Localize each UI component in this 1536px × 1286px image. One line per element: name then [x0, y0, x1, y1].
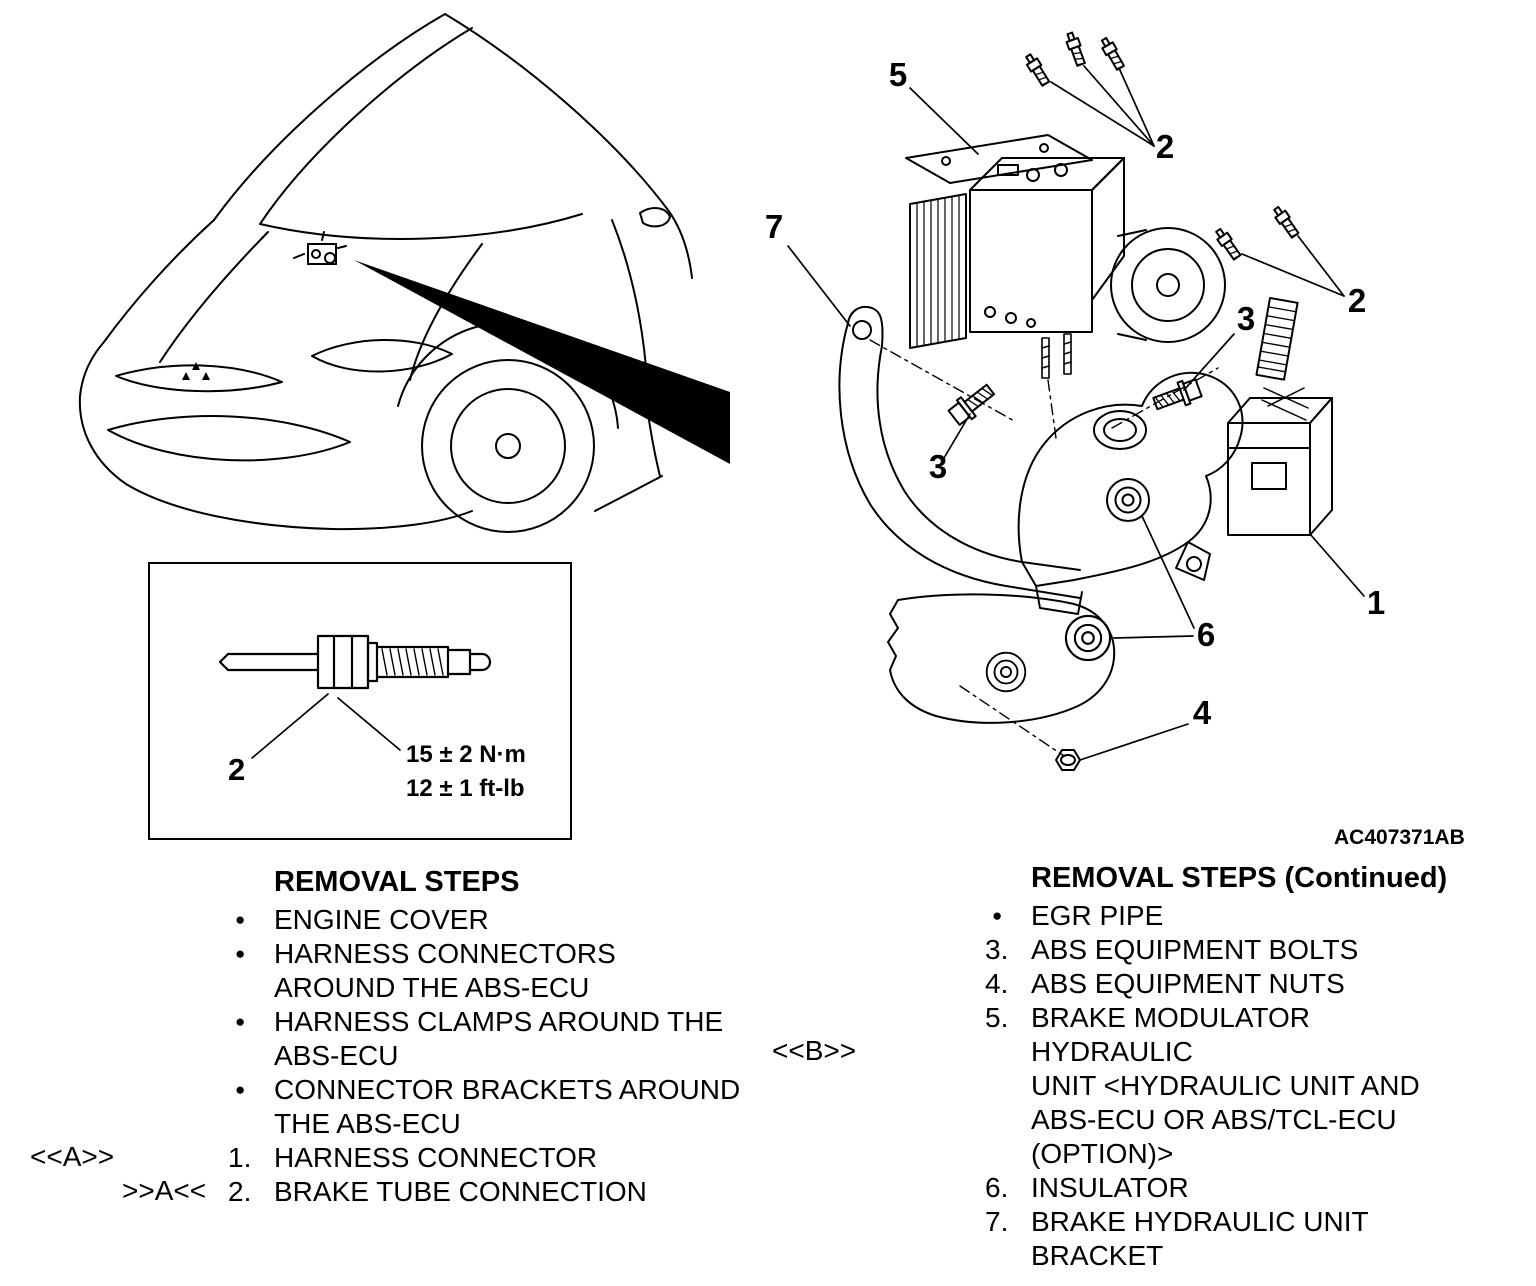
harness-connector-drawing: [1227, 297, 1333, 536]
step-text: BRAKE TUBE CONNECTION: [274, 1176, 647, 1207]
detail-callout-2: 2: [228, 752, 245, 787]
torque-value-nm: 15 ± 2 N·m: [406, 741, 526, 768]
callout-6: 6: [1197, 616, 1215, 653]
removal-steps-left: REMOVAL STEPS ● ENGINE COVER ● HARNESS C…: [228, 864, 748, 1209]
callout-1: 1: [1367, 584, 1385, 621]
removal-steps-continued-title: REMOVAL STEPS (Continued): [1031, 862, 1448, 894]
step-text: EGR PIPE: [1031, 900, 1164, 931]
insulator-grommet: [1106, 478, 1150, 522]
step-row: ● HARNESS CLAMPS AROUND THE ABS-ECU: [228, 1005, 748, 1073]
mounting-studs: [1041, 333, 1072, 379]
bullet-icon: ●: [235, 1012, 246, 1031]
step-row: 5. BRAKE MODULATOR HYDRAULIC UNIT <HYDRA…: [985, 1001, 1475, 1171]
bullet-icon: ●: [235, 1080, 246, 1099]
step-row: 7. BRAKE HYDRAULIC UNIT BRACKET: [985, 1205, 1475, 1273]
flare-nut-drawing: [218, 634, 492, 759]
brand-emblem-icon: [182, 362, 210, 380]
bullet-icon: ●: [235, 910, 246, 929]
bullet-icon: ●: [235, 944, 246, 963]
step-number: 6.: [985, 1172, 1009, 1203]
step-number: 2.: [228, 1176, 252, 1207]
step-row: 3. ABS EQUIPMENT BOLTS: [985, 933, 1475, 967]
hydraulic-unit-body: [969, 157, 1125, 333]
removal-steps-right: REMOVAL STEPS (Continued) ● EGR PIPE 3. …: [985, 860, 1475, 1273]
pump-motor: [1110, 227, 1226, 343]
leader-lines: [787, 65, 1365, 761]
step-text: ABS EQUIPMENT NUTS: [1031, 968, 1345, 999]
abs-ecu-block: [909, 193, 967, 349]
step-text: BRAKE MODULATOR HYDRAULIC UNIT <HYDRAULI…: [1031, 1002, 1420, 1169]
step-row: ● ENGINE COVER: [228, 903, 748, 937]
step-text: INSULATOR: [1031, 1172, 1189, 1203]
step-row: ● EGR PIPE: [985, 899, 1475, 933]
step-row: ● CONNECTOR BRACKETS AROUND THE ABS-ECU: [228, 1073, 748, 1141]
label-leader-line: [251, 693, 329, 759]
step-row: 6. INSULATOR: [985, 1171, 1475, 1205]
step-row: 1. HARNESS CONNECTOR: [228, 1141, 748, 1175]
step-number: 3.: [985, 934, 1009, 965]
step-number: 4.: [985, 968, 1009, 999]
flare-fitting: [1097, 35, 1127, 72]
torque-value-ftlb: 12 ± 1 ft-lb: [406, 775, 525, 802]
callout-3a: 3: [929, 448, 947, 485]
insulator-grommet: [985, 651, 1027, 693]
procedure-marker-b-removal: <<B>>: [772, 1035, 857, 1066]
step-text: HARNESS CONNECTORS AROUND THE ABS-ECU: [274, 938, 616, 1003]
figure-code: AC407371AB: [1334, 826, 1465, 849]
unit-top-plate: [905, 134, 1093, 184]
step-number: 7.: [985, 1206, 1009, 1237]
step-text: CONNECTOR BRACKETS AROUND THE ABS-ECU: [274, 1074, 741, 1139]
callout-3b: 3: [1237, 300, 1255, 337]
car-locator-figure: [78, 13, 730, 533]
step-row: 4. ABS EQUIPMENT NUTS: [985, 967, 1475, 1001]
step-number: 1.: [228, 1142, 252, 1173]
step-text: HARNESS CLAMPS AROUND THE ABS-ECU: [274, 1006, 724, 1071]
exploded-abs-figure: 5 2 2 7 3 3 1 6 4: [765, 30, 1385, 771]
step-text: BRAKE HYDRAULIC UNIT BRACKET: [1031, 1206, 1369, 1271]
step-number: 5.: [985, 1002, 1009, 1033]
insulator-grommet: [1064, 614, 1112, 662]
torque-detail-box: 2 15 ± 2 N·m 12 ± 1 ft-lb: [148, 562, 572, 840]
hydraulic-unit-bracket-drawing: [838, 305, 1244, 615]
callout-2b: 2: [1348, 282, 1366, 319]
flare-fitting: [1022, 51, 1052, 88]
step-row: 2. BRAKE TUBE CONNECTION: [228, 1175, 748, 1209]
lower-bracket-drawing: [887, 593, 1116, 724]
equipment-nut: [1055, 749, 1081, 771]
flare-fitting: [1063, 30, 1088, 68]
step-text: HARNESS CONNECTOR: [274, 1142, 598, 1173]
procedure-marker-a-removal: <<A>>: [30, 1141, 115, 1172]
bullet-icon: ●: [992, 906, 1003, 925]
flare-fitting: [1270, 203, 1302, 240]
procedure-marker-a-install: >>A<<: [122, 1175, 207, 1206]
callout-5: 5: [889, 56, 907, 93]
abs-unit-location-marker: [293, 231, 347, 265]
flare-nut-detail-figure: 2 15 ± 2 N·m 12 ± 1 ft-lb: [218, 634, 526, 802]
zoom-callout-wedge: [354, 260, 730, 464]
torque-leader-line: [337, 697, 401, 751]
removal-steps-title: REMOVAL STEPS: [274, 866, 520, 898]
callout-2a: 2: [1156, 128, 1174, 165]
callout-numbers: 5 2 2 7 3 3 1 6 4: [765, 56, 1385, 731]
step-text: ENGINE COVER: [274, 904, 489, 935]
callout-4: 4: [1193, 694, 1212, 731]
callout-7: 7: [765, 208, 783, 245]
center-lines: [869, 339, 1219, 757]
step-row: ● HARNESS CONNECTORS AROUND THE ABS-ECU: [228, 937, 748, 1005]
step-text: ABS EQUIPMENT BOLTS: [1031, 934, 1359, 965]
